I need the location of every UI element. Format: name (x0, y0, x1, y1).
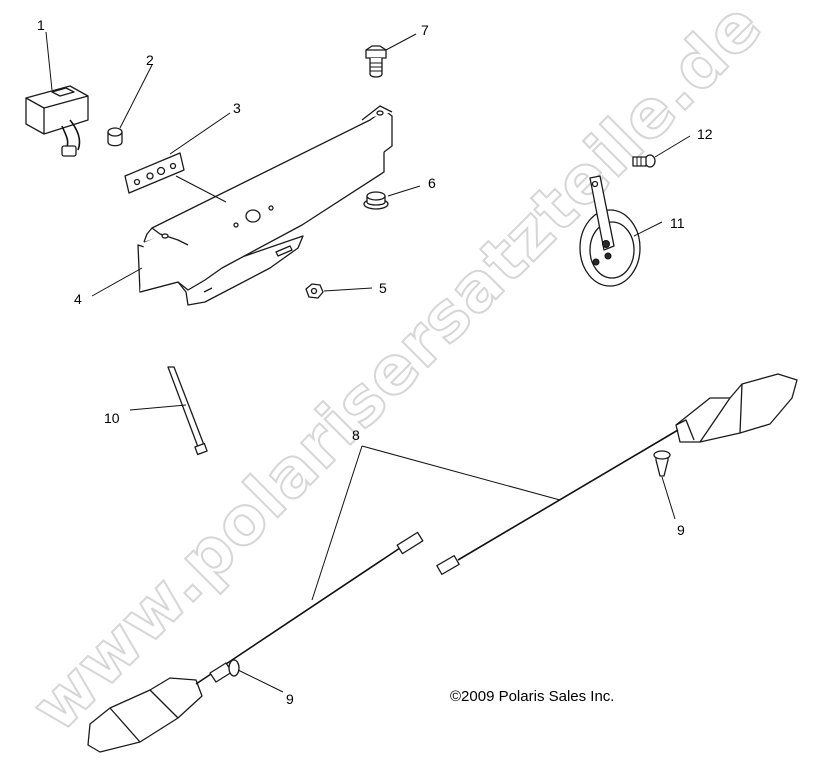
part-4-bracket (137, 105, 393, 306)
watermark-text: www.polarisersatzteile.de (17, 0, 777, 746)
callout-9-right: 9 (677, 522, 685, 538)
part-1-module (25, 85, 89, 157)
part-11-horn (579, 175, 641, 287)
part-10-cable-tie (167, 366, 208, 456)
part-7-bolt (365, 45, 387, 78)
callout-4: 4 (74, 291, 82, 307)
part-9-screw-right (653, 450, 671, 477)
callout-5: 5 (379, 280, 387, 296)
callout-2: 2 (146, 52, 154, 68)
part-2-bushing (107, 127, 123, 147)
part-12-screw (632, 154, 656, 168)
part-8-turn-signal-right (436, 373, 798, 575)
callout-9-left: 9 (286, 691, 294, 707)
callout-1: 1 (37, 17, 45, 33)
part-8-turn-signal-left (87, 531, 424, 753)
part-6-flange-nut (363, 191, 389, 210)
part-5-nut (305, 283, 324, 299)
callout-labels: 1 2 3 4 5 6 7 8 9 9 10 11 12 (37, 17, 713, 707)
leader-lines (45, 31, 691, 693)
callout-12: 12 (697, 126, 713, 142)
callout-3: 3 (233, 100, 241, 116)
copyright-text: ©2009 Polaris Sales Inc. (450, 688, 614, 705)
callout-10: 10 (104, 410, 120, 426)
callout-8: 8 (352, 427, 360, 443)
callout-6: 6 (428, 175, 436, 191)
part-9-screw-left (209, 659, 240, 683)
callout-7: 7 (421, 22, 429, 38)
callout-11: 11 (670, 215, 685, 231)
part-3-plate (124, 152, 185, 194)
